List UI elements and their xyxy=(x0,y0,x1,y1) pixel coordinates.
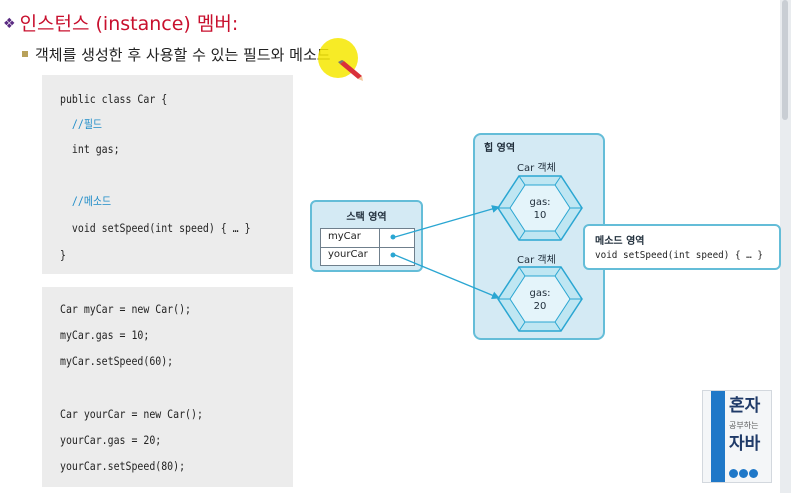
code-line: yourCar.setSpeed(80); xyxy=(60,459,186,473)
class-code-block: public class Car { //필드 int gas; //메소드 v… xyxy=(42,75,293,274)
heap-title: 힙 영역 xyxy=(484,143,516,154)
scrollbar-thumb[interactable] xyxy=(782,0,788,120)
code-line: myCar.setSpeed(60); xyxy=(60,354,174,368)
slide-title: ❖인스턴스 (instance) 멤버: xyxy=(3,9,238,36)
book-cover-logo: 혼자 공부하는 자바 xyxy=(702,390,772,483)
code-line: void setSpeed(int speed) { … } xyxy=(60,221,251,235)
code-comment: //메소드 xyxy=(60,194,112,208)
stack-row-yourcar: yourCar xyxy=(321,247,414,265)
stack-title: 스택 영역 xyxy=(346,212,387,223)
book-title-line: 혼자 xyxy=(729,396,761,416)
code-line: public class Car { xyxy=(60,92,168,106)
book-title-line: 자바 xyxy=(729,434,761,454)
method-area: 메소드 영역 void setSpeed(int speed) { … } xyxy=(583,224,781,270)
book-title-line: 공부하는 xyxy=(729,421,759,430)
code-line: int gas; xyxy=(60,142,120,156)
subtitle-text: 객체를 생성한 후 사용할 수 있는 필드와 메소드 xyxy=(35,46,331,64)
stack-row-mycar: myCar xyxy=(321,229,414,248)
car-object-label: Car 객체 xyxy=(517,255,556,266)
car-object-label: Car 객체 xyxy=(517,163,556,174)
code-comment: //필드 xyxy=(60,117,103,131)
square-bullet-icon xyxy=(22,51,28,57)
stack-divider xyxy=(379,229,380,265)
book-spine xyxy=(711,391,725,482)
code-line: } xyxy=(60,248,66,262)
stack-var-label: yourCar xyxy=(328,249,368,260)
book-title: 혼자 공부하는 자바 xyxy=(729,397,773,454)
method-signature: void setSpeed(int speed) { … } xyxy=(595,250,763,261)
stack-variable-table: myCar yourCar xyxy=(320,228,415,266)
method-area-title: 메소드 영역 xyxy=(595,236,645,247)
title-text: 인스턴스 (instance) 멤버: xyxy=(19,13,239,35)
title-bullet-icon: ❖ xyxy=(3,16,16,32)
code-line: yourCar.gas = 20; xyxy=(60,433,162,447)
usage-code-block: Car myCar = new Car(); myCar.gas = 10; m… xyxy=(42,287,293,487)
code-line: Car myCar = new Car(); xyxy=(60,302,192,316)
stack-area: 스택 영역 myCar yourCar xyxy=(310,200,423,272)
code-line: Car yourCar = new Car(); xyxy=(60,407,203,421)
stack-var-label: myCar xyxy=(328,231,361,242)
scrollbar[interactable] xyxy=(780,0,791,493)
slide-subtitle: 객체를 생성한 후 사용할 수 있는 필드와 메소드 xyxy=(22,44,331,65)
code-line: myCar.gas = 10; xyxy=(60,328,150,342)
book-circles-icon xyxy=(729,463,759,478)
pencil-cursor-icon xyxy=(338,60,363,81)
